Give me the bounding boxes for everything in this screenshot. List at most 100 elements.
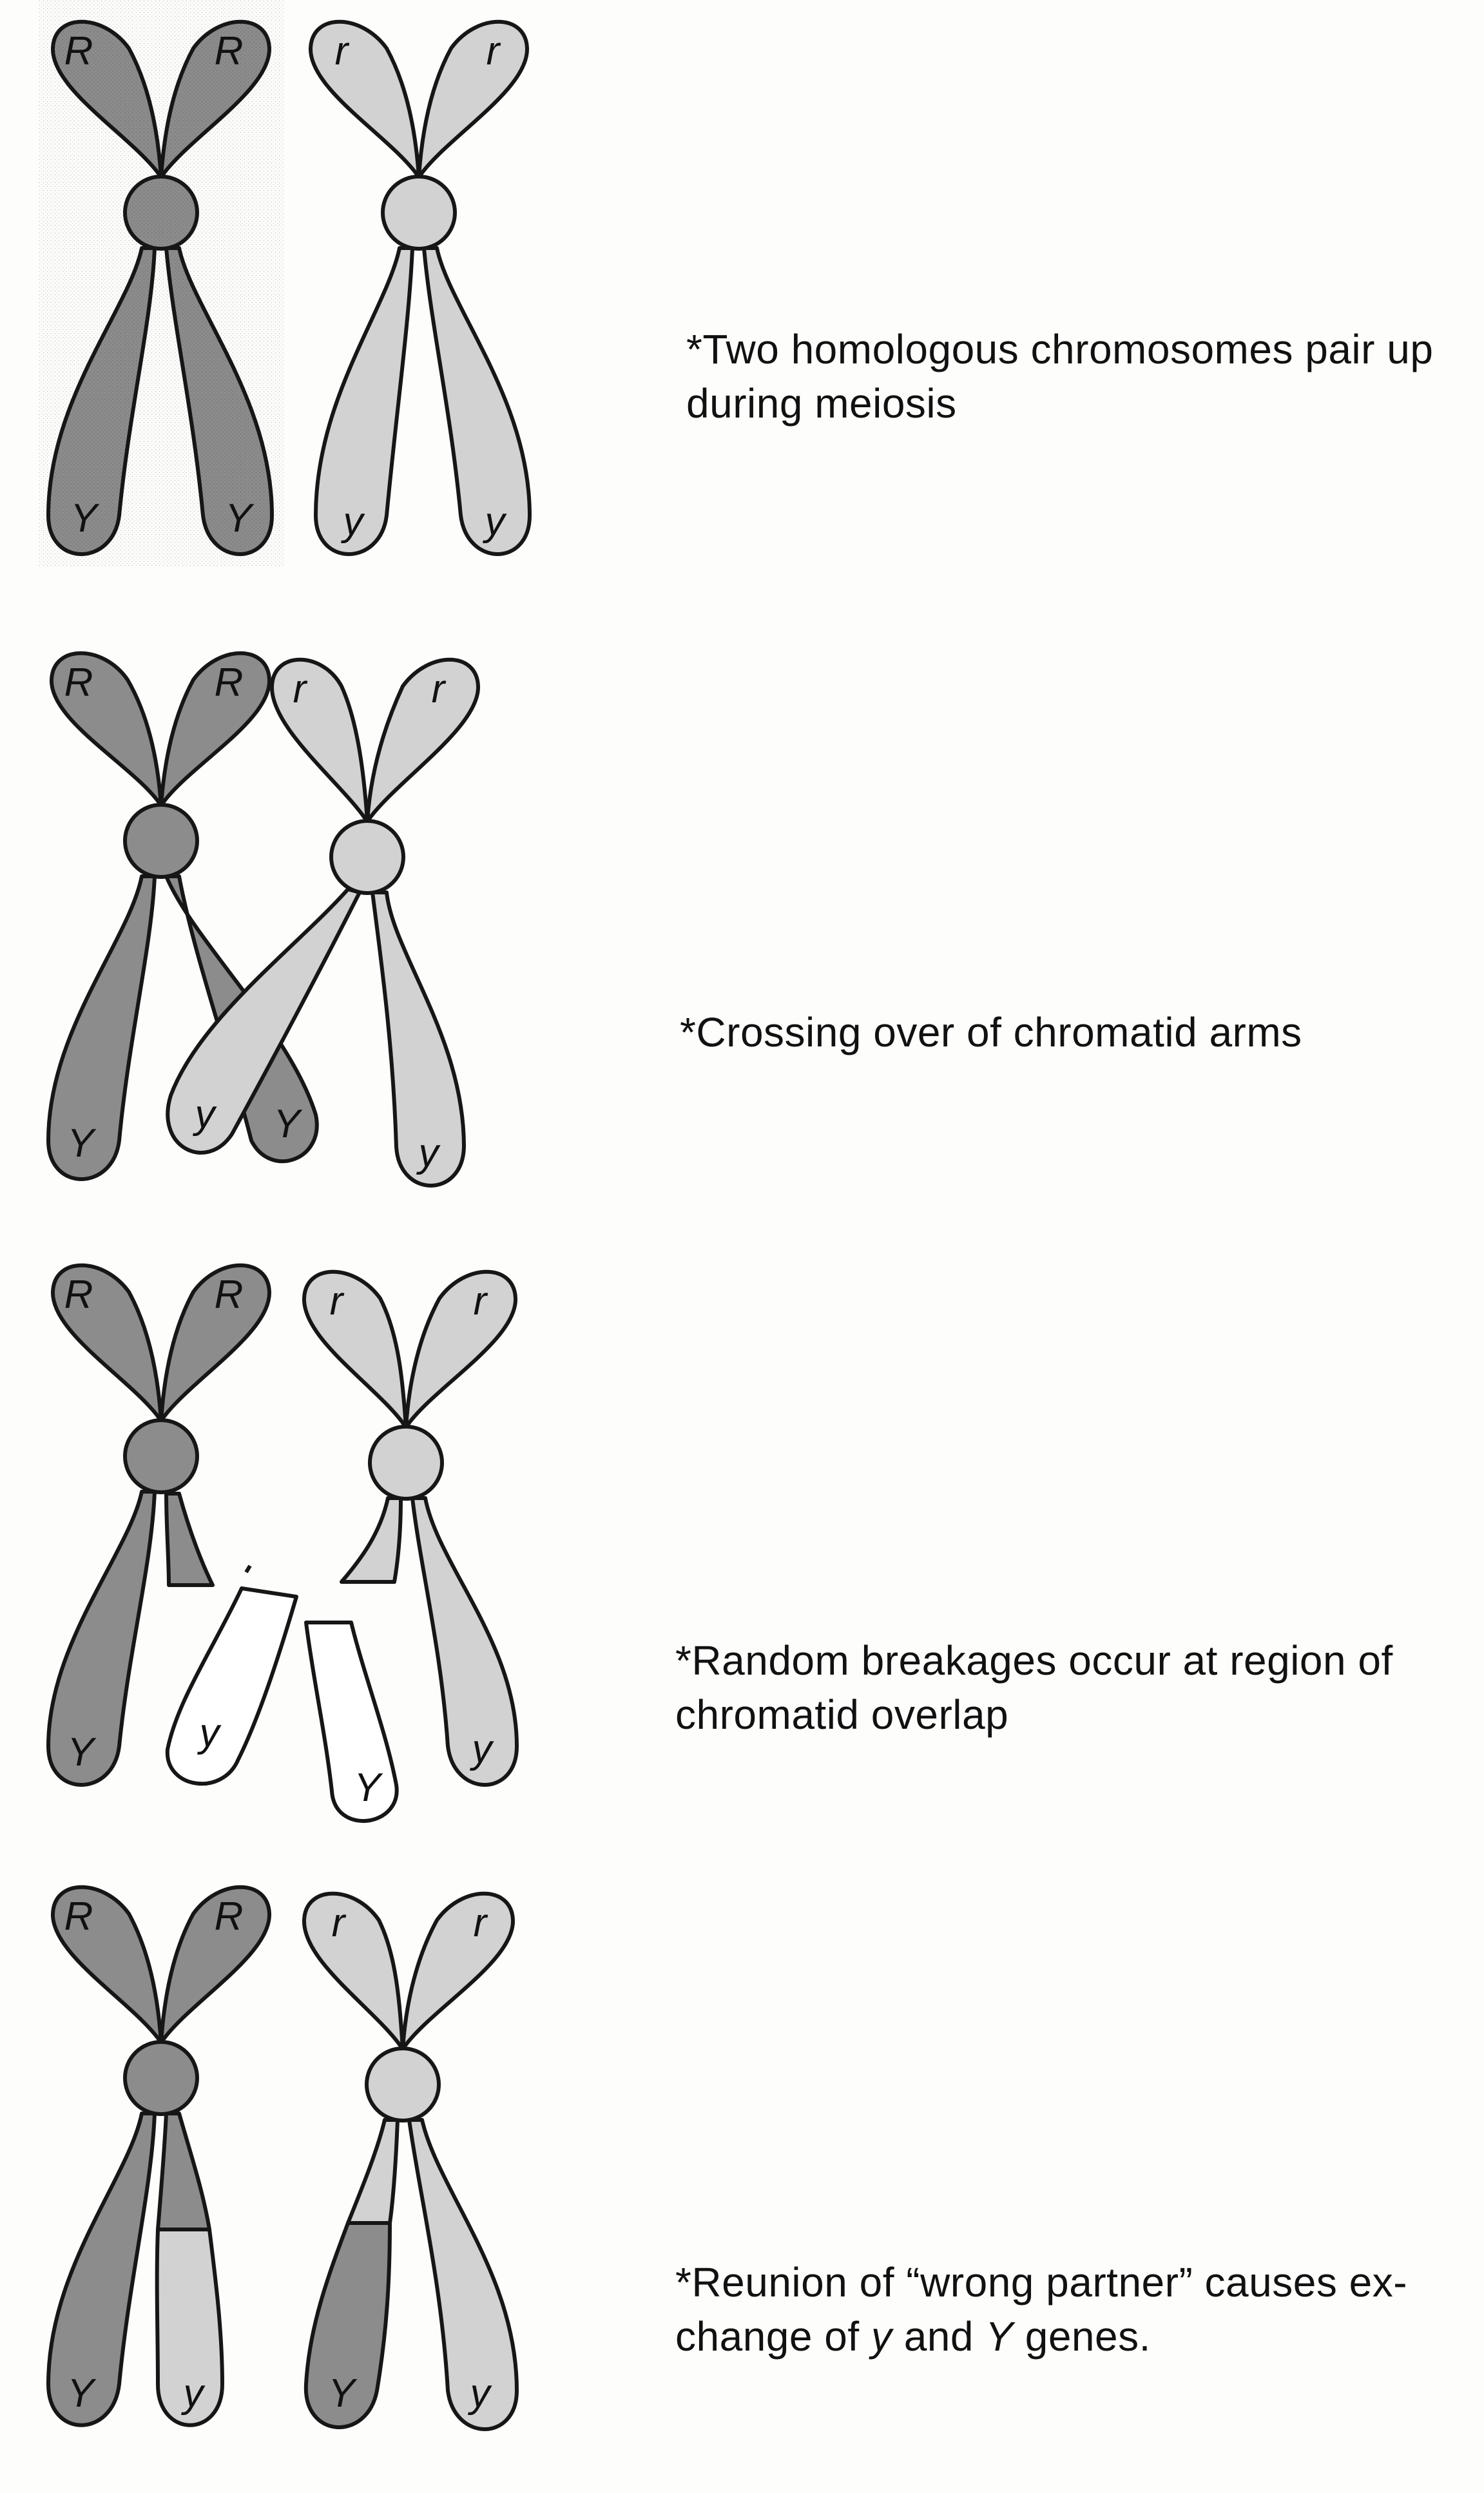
gene-labels: R R Y r r y y Y <box>64 1273 495 1810</box>
caption-line: *Reunion of “wrong partner” causes ex- <box>675 2259 1407 2305</box>
chromatid-arm <box>401 1891 516 2051</box>
gene-label: r <box>474 1901 488 1945</box>
gene-label: R <box>64 1894 93 1939</box>
gene-label: y <box>193 1092 218 1137</box>
chromatid-arm <box>308 19 421 179</box>
chromatid-arm <box>50 1263 163 1423</box>
gene-name: Y <box>985 2313 1014 2360</box>
caption-line: *Two homologous chromosomes pair up <box>686 326 1434 372</box>
gene-label: r <box>335 29 350 73</box>
chromatid-arm <box>49 651 163 807</box>
chromatid-arm <box>404 1269 518 1429</box>
gene-label: R <box>215 1894 244 1939</box>
chromatid-arm <box>164 246 274 556</box>
light-chromosome <box>308 19 532 556</box>
gene-label: Y <box>67 1121 97 1166</box>
caption-line: *Crossing over of chromatid arms <box>680 1009 1302 1055</box>
caption-line: change of y and Y genes. <box>675 2309 1407 2363</box>
caption-text: change of <box>675 2313 871 2360</box>
caption-text: and <box>892 2313 986 2360</box>
gene-labels: R R Y y r r Y y <box>64 1894 493 2416</box>
broken-fragments <box>165 1564 399 1823</box>
gene-label: y <box>416 1131 441 1175</box>
caption-reunion: *Reunion of “wrong partner” causes ex- c… <box>675 2255 1407 2363</box>
centromere <box>123 175 199 251</box>
break-mark <box>244 1564 252 1574</box>
recombined-arm-bottom <box>155 2228 224 2427</box>
centromere <box>123 1418 199 1494</box>
gene-label: Y <box>328 2371 358 2416</box>
centromere <box>381 175 457 251</box>
gene-label: R <box>215 660 244 705</box>
chromatid-arm <box>159 1263 272 1423</box>
recombined-arm-top <box>156 2112 211 2231</box>
dark-chromosome <box>46 1263 272 1787</box>
gene-label: R <box>64 660 93 705</box>
gene-name: y <box>871 2313 892 2360</box>
recombined-arm-top <box>346 2118 400 2225</box>
gene-label: y <box>181 2371 206 2416</box>
gene-label: y <box>483 499 508 544</box>
panel-4: R R Y y r r Y y <box>46 1885 519 2431</box>
centromere <box>329 819 405 895</box>
gene-label: y <box>470 1727 495 1771</box>
chromatid-arm <box>159 1885 272 2045</box>
caption-breakage: *Random breakages occur at region of chr… <box>675 1633 1393 1742</box>
chromatid-arm <box>365 657 481 823</box>
panel-2: R R Y Y r r y y <box>46 651 481 1188</box>
chromatid-arm <box>159 651 272 807</box>
light-chromosome <box>302 1269 519 1787</box>
broken-arm-stub <box>164 1492 215 1587</box>
gene-label: R <box>64 1273 93 1317</box>
centromere <box>123 2040 199 2116</box>
chromatid-arm <box>302 1891 405 2051</box>
gene-label: Y <box>225 496 255 541</box>
chromatid-arm <box>46 874 157 1181</box>
centromere <box>368 1425 444 1501</box>
gene-label: r <box>293 667 308 711</box>
caption-text: genes. <box>1013 2313 1151 2360</box>
caption-line: chromatid overlap <box>675 1691 1009 1738</box>
gene-label: Y <box>67 1730 97 1775</box>
chromatid-arm <box>410 1496 519 1787</box>
chromatid-arm <box>50 1885 163 2045</box>
gene-label: r <box>487 29 501 73</box>
gene-label: y <box>197 1711 222 1755</box>
chromatid-arm <box>314 246 414 556</box>
chromatid-arm <box>422 246 532 556</box>
light-chromosome <box>302 1891 519 2431</box>
gene-label: r <box>332 1901 347 1945</box>
gene-label: Y <box>70 496 100 541</box>
chromatid-arm <box>407 2118 519 2431</box>
chromatid-arm <box>46 1490 157 1787</box>
gene-label: R <box>215 1273 244 1317</box>
gene-label: R <box>215 29 244 73</box>
gene-label: R <box>64 29 93 73</box>
chromatid-arm <box>302 1269 408 1429</box>
broken-arm-stub <box>340 1496 403 1584</box>
fragment-y <box>165 1586 298 1786</box>
fragment-Y <box>304 1621 399 1823</box>
caption-line: *Random breakages occur at region of <box>675 1637 1393 1684</box>
gene-label: Y <box>273 1102 303 1146</box>
chromatid-arm <box>46 2112 157 2427</box>
centromere <box>365 2046 441 2122</box>
panel-3: R R Y r r y y Y <box>46 1263 519 1823</box>
panel-1: R R Y Y r r y y <box>39 0 532 567</box>
light-chromosome <box>166 657 481 1188</box>
gene-labels: R R Y Y r r y y <box>64 660 447 1175</box>
caption-pairing: *Two homologous chromosomes pair up duri… <box>686 322 1433 430</box>
gene-labels: R R Y Y r r y y <box>64 29 508 544</box>
chromatid-arm <box>371 890 466 1188</box>
gene-label: y <box>341 499 366 544</box>
recombined-arm-bottom <box>304 2221 392 2429</box>
chromatid-arm <box>417 19 530 179</box>
gene-label: r <box>474 1279 488 1324</box>
chromatid-arm <box>46 246 157 556</box>
caption-crossing-over: *Crossing over of chromatid arms <box>680 1005 1302 1059</box>
dark-chromosome <box>46 1885 272 2427</box>
chromatid-arm <box>166 887 361 1155</box>
gene-label: r <box>330 1279 345 1324</box>
gene-label: r <box>432 667 447 711</box>
dark-chromosome <box>46 19 274 556</box>
